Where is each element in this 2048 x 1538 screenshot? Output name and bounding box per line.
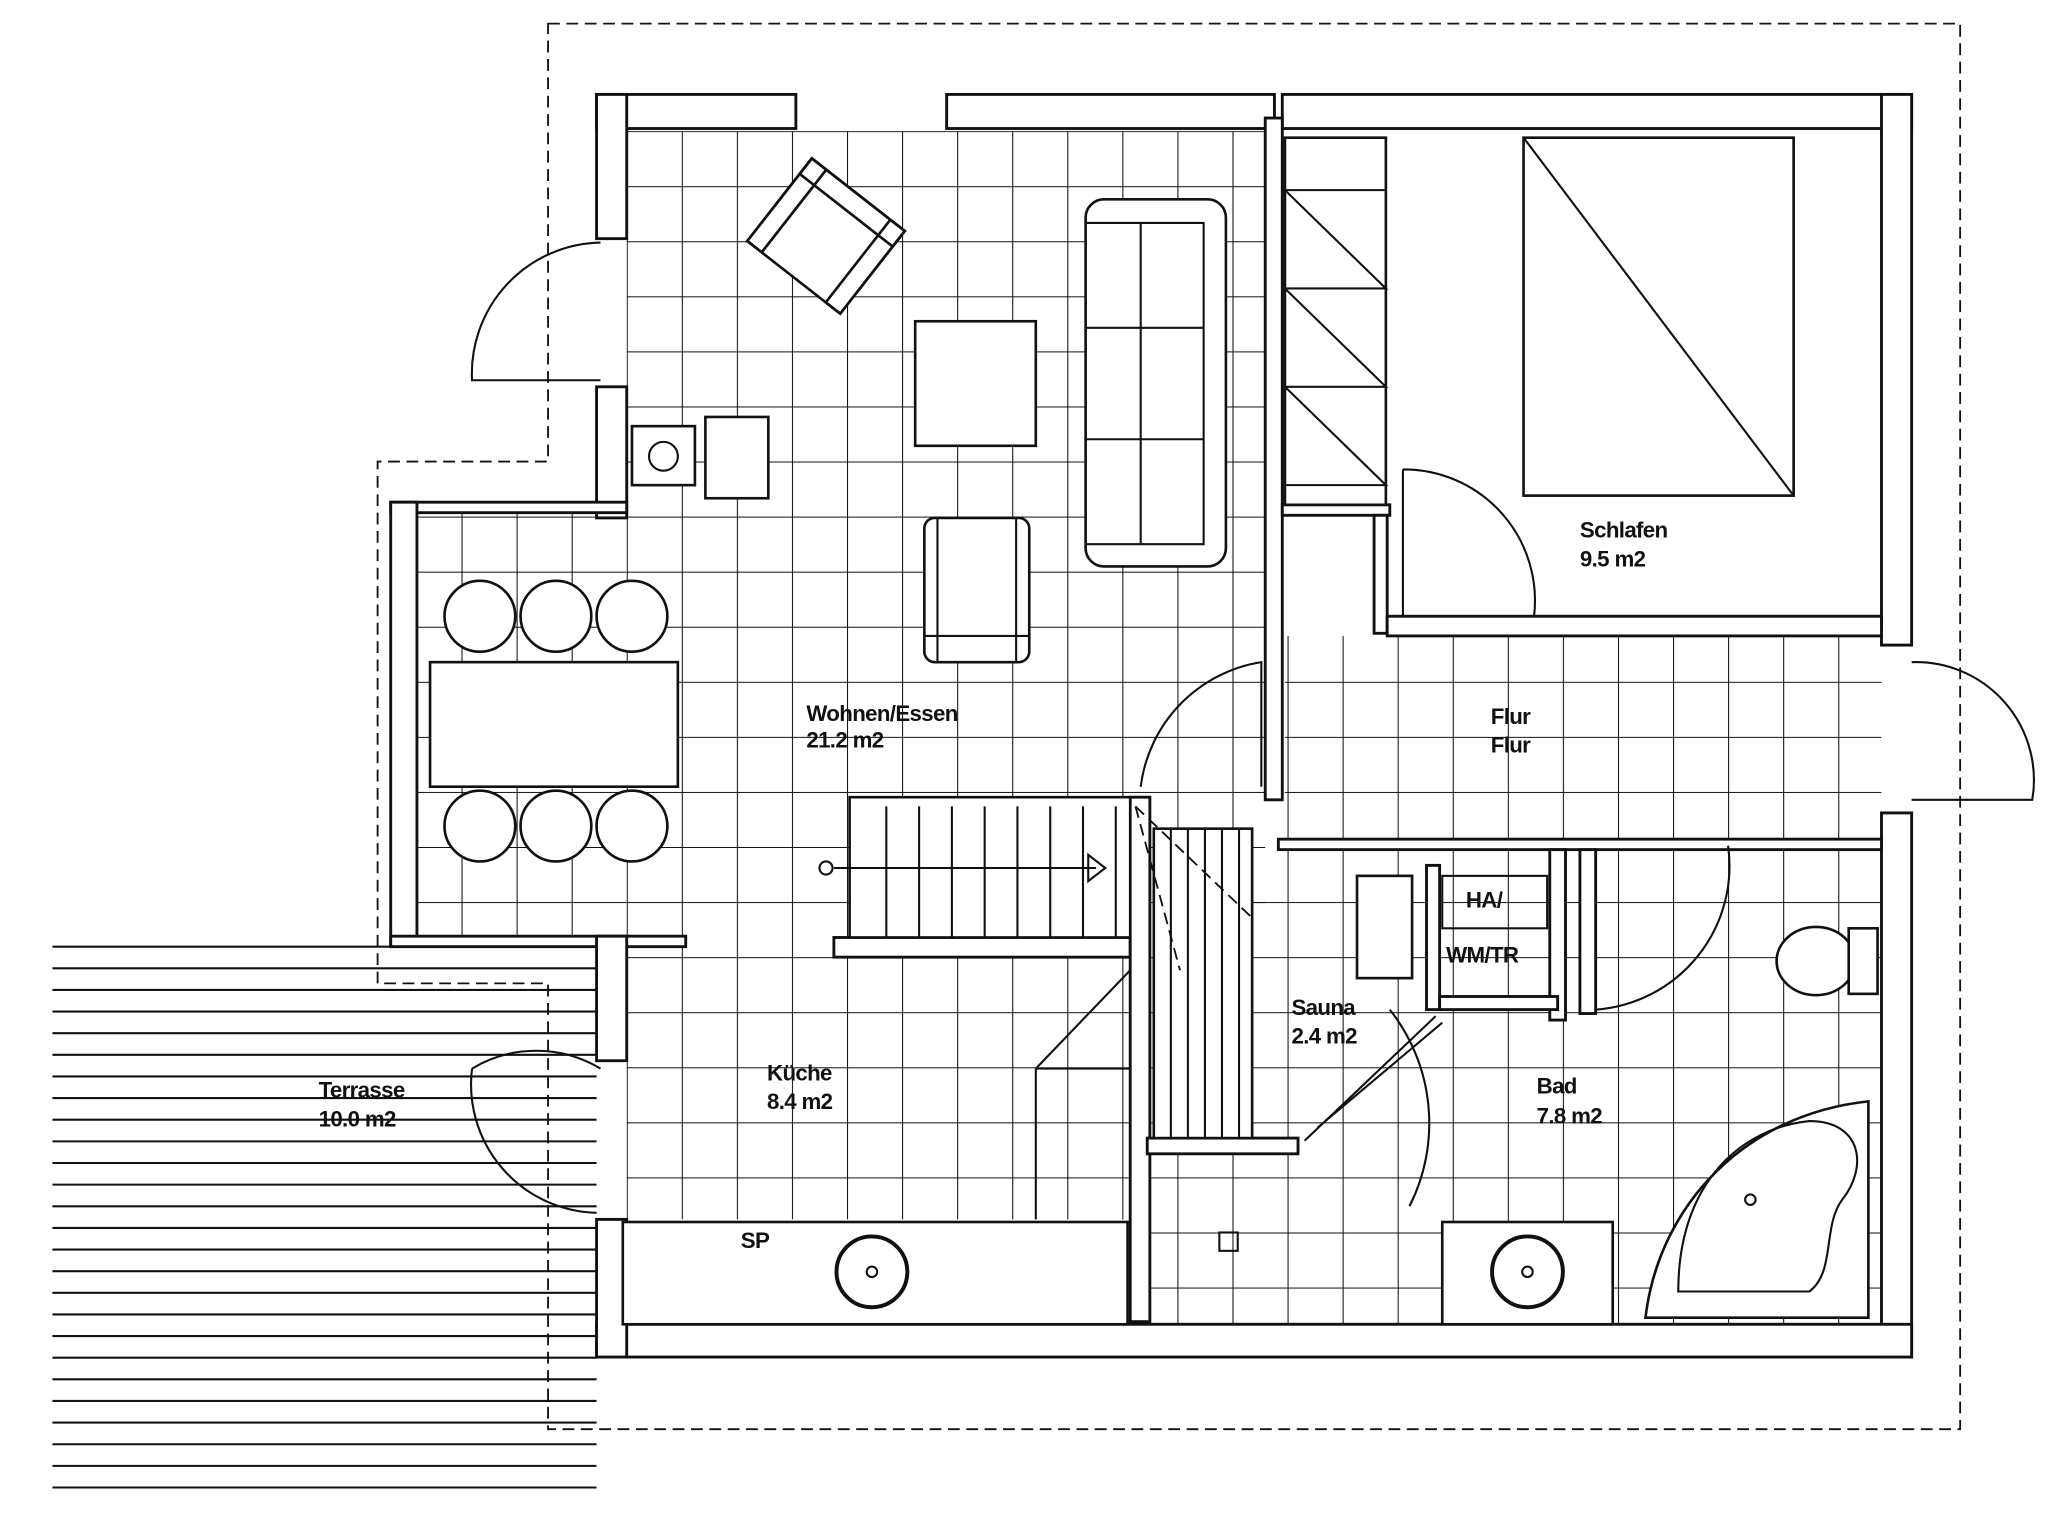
staircase	[818, 795, 1254, 1220]
terrasse-name: Terrasse	[319, 1077, 405, 1102]
sauna-name: Sauna	[1291, 995, 1356, 1020]
wohnen-name: Wohnen/Essen	[806, 701, 957, 726]
flur-name-2: Flur	[1491, 733, 1531, 758]
property-outline	[376, 22, 1962, 1431]
dining-chair	[595, 789, 669, 863]
dining-chair	[595, 579, 669, 653]
schlafen-area: 9.5 m2	[1580, 546, 1646, 571]
dining-chair	[519, 789, 593, 863]
sp-label: SP	[741, 1228, 770, 1253]
flur-name: Flur	[1491, 704, 1531, 729]
bedroom-furniture	[1283, 136, 1795, 507]
terrace-deck	[52, 945, 597, 1489]
outer-walls	[389, 92, 1914, 1359]
wohnen-area: 21.2 m2	[806, 727, 883, 752]
interior-walls	[832, 116, 1883, 1324]
kueche-area: 8.4 m2	[767, 1089, 833, 1114]
schlafen-name: Schlafen	[1580, 518, 1668, 543]
dining-chair	[443, 789, 517, 863]
terrasse-area: 10.0 m2	[319, 1106, 396, 1131]
bad-area: 7.8 m2	[1537, 1104, 1603, 1129]
sauna-area: 2.4 m2	[1291, 1024, 1357, 1049]
dining-chair	[443, 579, 517, 653]
living-furniture	[428, 156, 1228, 863]
fixtures	[621, 874, 1879, 1326]
ha-label: HA/	[1466, 887, 1503, 912]
doors	[470, 241, 2035, 1214]
room-labels: Wohnen/Essen 21.2 m2 Schlafen 9.5 m2 Flu…	[319, 518, 1669, 1254]
bad-name: Bad	[1537, 1074, 1577, 1099]
kueche-name: Küche	[767, 1060, 832, 1085]
dining-chair	[519, 579, 593, 653]
wm-tr-label: WM/TR	[1446, 942, 1519, 967]
